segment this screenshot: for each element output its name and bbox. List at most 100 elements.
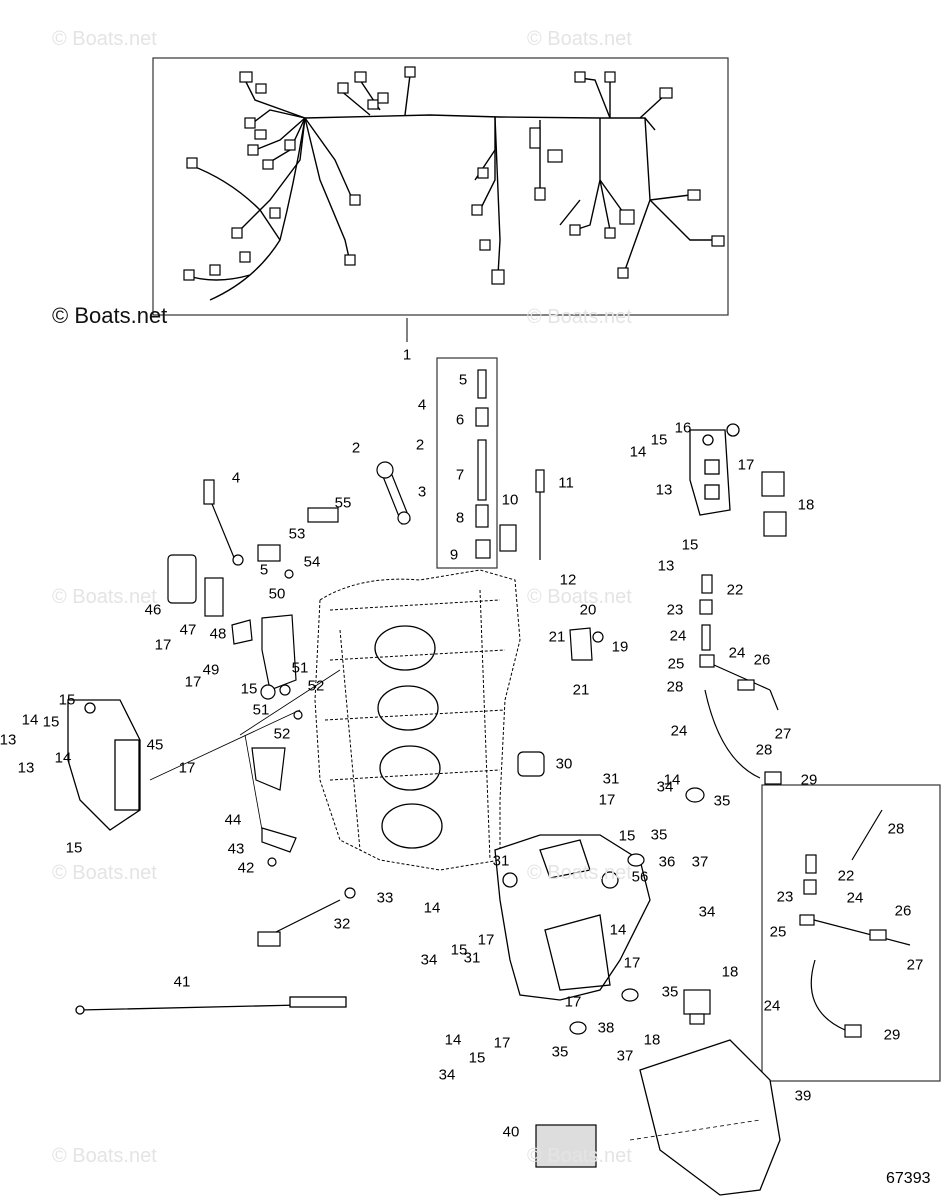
callout-28: 28 — [755, 741, 773, 759]
callout-46: 46 — [144, 601, 162, 619]
callout-26: 26 — [753, 651, 771, 669]
callout-15: 15 — [650, 431, 668, 449]
part-32-sensor — [257, 887, 356, 947]
callout-9: 9 — [449, 546, 459, 564]
watermark: © Boats.net — [527, 306, 632, 328]
callout-40: 40 — [502, 1123, 520, 1141]
callout-14: 14 — [663, 771, 681, 789]
callout-45: 45 — [146, 736, 164, 754]
callout-17: 17 — [477, 931, 495, 949]
callout-31: 31 — [463, 949, 481, 967]
callout-35: 35 — [713, 792, 731, 810]
callout-37: 37 — [616, 1047, 634, 1065]
cylinder-bores — [374, 625, 443, 849]
callout-2: 2 — [415, 436, 425, 454]
harness-frame — [152, 57, 729, 316]
callout-14: 14 — [21, 711, 39, 729]
callout-22: 22 — [726, 581, 744, 599]
callout-43: 43 — [227, 840, 245, 858]
callout-17: 17 — [623, 954, 641, 972]
callout-21: 21 — [572, 681, 590, 699]
callout-41: 41 — [173, 973, 191, 991]
callout-31: 31 — [602, 770, 620, 788]
watermark: © Boats.net — [527, 1145, 632, 1167]
callout-24: 24 — [670, 722, 688, 740]
callout-17: 17 — [184, 673, 202, 691]
callout-37: 37 — [691, 853, 709, 871]
callout-48: 48 — [209, 625, 227, 643]
callout-35: 35 — [650, 826, 668, 844]
callout-38: 38 — [597, 1019, 615, 1037]
callout-24: 24 — [846, 889, 864, 907]
callout-15: 15 — [618, 827, 636, 845]
callout-17: 17 — [154, 636, 172, 654]
plugs-35 — [569, 787, 705, 1035]
callout-31: 31 — [492, 852, 510, 870]
watermark: © Boats.net — [52, 586, 157, 608]
callout-34: 34 — [438, 1066, 456, 1084]
callout-10: 10 — [501, 491, 519, 509]
watermark: © Boats.net — [52, 1145, 157, 1167]
callout-50: 50 — [268, 585, 286, 603]
callout-15: 15 — [468, 1049, 486, 1067]
callout-5: 5 — [259, 561, 269, 579]
inset-frame — [761, 784, 941, 1082]
callout-34: 34 — [656, 778, 674, 796]
callout-32: 32 — [333, 915, 351, 933]
callout-14: 14 — [609, 921, 627, 939]
callout-18: 18 — [797, 496, 815, 514]
watermark-dark: © Boats.net — [52, 303, 168, 328]
callout-13: 13 — [0, 731, 17, 749]
callout-52: 52 — [307, 677, 325, 695]
callout-2: 2 — [351, 439, 361, 457]
callout-24: 24 — [763, 997, 781, 1015]
callout-20: 20 — [579, 601, 597, 619]
callout-17: 17 — [493, 1034, 511, 1052]
watermark: © Boats.net — [527, 28, 632, 50]
sensor-stack — [475, 369, 491, 559]
sensor-group-frame — [436, 357, 498, 569]
callout-4: 4 — [417, 396, 427, 414]
harness-connectors — [183, 66, 725, 285]
callout-54: 54 — [303, 553, 321, 571]
module-45 — [67, 699, 141, 831]
callout-13: 13 — [655, 481, 673, 499]
part-53-55 — [257, 507, 339, 579]
callout-22: 22 — [837, 867, 855, 885]
part-3-sender — [376, 461, 411, 525]
relay-18-top — [761, 471, 787, 537]
callout-13: 13 — [17, 759, 35, 777]
callout-14: 14 — [444, 1031, 462, 1049]
inset-hoses — [799, 809, 911, 1038]
callout-53: 53 — [288, 525, 306, 543]
relay-18-lower — [683, 989, 711, 1025]
watermark: © Boats.net — [52, 862, 157, 884]
callout-44: 44 — [224, 811, 242, 829]
hose-assembly — [699, 574, 782, 785]
watermark: © Boats.net — [527, 586, 632, 608]
callout-56: 56 — [631, 868, 649, 886]
callout-51: 51 — [291, 659, 309, 677]
callout-18: 18 — [721, 963, 739, 981]
engine-block — [314, 569, 521, 871]
callout-27: 27 — [774, 725, 792, 743]
callout-17: 17 — [178, 759, 196, 777]
wiring-harness — [184, 74, 720, 301]
watermark: © Boats.net — [52, 28, 157, 50]
callout-17: 17 — [564, 993, 582, 1011]
callout-15: 15 — [240, 680, 258, 698]
part-46-48 — [167, 554, 253, 645]
callout-29: 29 — [800, 771, 818, 789]
callout-51: 51 — [252, 701, 270, 719]
callout-39: 39 — [794, 1087, 812, 1105]
callout-47: 47 — [179, 621, 197, 639]
callout-52: 52 — [273, 725, 291, 743]
callout-49: 49 — [202, 661, 220, 679]
callout-15: 15 — [681, 536, 699, 554]
callout-5: 5 — [458, 371, 468, 389]
callout-34: 34 — [420, 951, 438, 969]
callout-26: 26 — [894, 902, 912, 920]
callout-6: 6 — [455, 411, 465, 429]
